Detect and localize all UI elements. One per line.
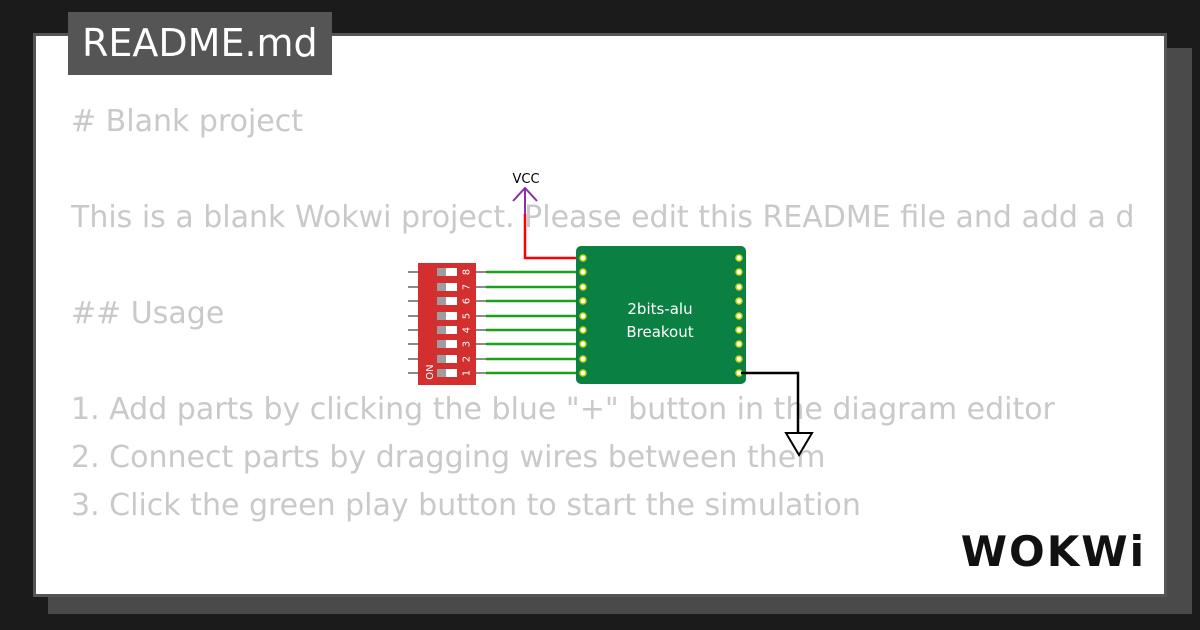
dip-toggle-slot xyxy=(437,268,457,276)
dip-number: 3 xyxy=(462,341,473,347)
dip-number: 6 xyxy=(462,298,473,304)
dip-number: 4 xyxy=(462,327,473,333)
dip-toggle-knob xyxy=(437,268,446,276)
vcc-symbol: VCC xyxy=(512,172,540,214)
dip-toggle-knob xyxy=(437,369,446,377)
gnd-wire xyxy=(741,371,800,433)
dip-toggle-knob xyxy=(437,297,446,305)
dip-toggle-slot xyxy=(437,326,457,334)
chip-pin-left xyxy=(579,340,587,348)
dip-toggle-slot xyxy=(437,312,457,320)
chip-subtitle: Breakout xyxy=(626,323,693,341)
readme-usage-heading: ## Usage xyxy=(71,296,225,331)
dip-pins xyxy=(408,271,486,374)
dip-numbers: 8 7 6 5 4 3 2 1 xyxy=(462,269,473,376)
dip-toggle-slot xyxy=(437,297,457,305)
dip-number: 5 xyxy=(462,313,473,319)
chip-pin-right xyxy=(735,297,743,305)
chip-pin-left xyxy=(579,355,587,363)
dip-on-label: ON xyxy=(425,364,436,379)
readme-card: # Blank project This is a blank Wokwi pr… xyxy=(33,33,1167,597)
chip-pin-left xyxy=(579,297,587,305)
dip-toggle-knob xyxy=(437,326,446,334)
dip-toggles xyxy=(437,268,457,377)
chip-pin-right xyxy=(735,283,743,291)
dip-switch[interactable]: ON 8 7 6 5 4 3 2 1 xyxy=(408,263,486,385)
chip-pin-left xyxy=(579,369,587,377)
chip-pin-right xyxy=(735,326,743,334)
dip-toggle-knob xyxy=(437,312,446,320)
dip-toggle-slot xyxy=(437,355,457,363)
chip-pin-left xyxy=(579,312,587,320)
dip-toggle-slot xyxy=(437,369,457,377)
readme-intro: This is a blank Wokwi project. Please ed… xyxy=(71,200,1136,235)
chip-pin-right xyxy=(735,355,743,363)
dip-number: 8 xyxy=(462,269,473,275)
chip-pin-right xyxy=(735,312,743,320)
readme-step-2: 2. Connect parts by dragging wires betwe… xyxy=(71,440,826,475)
dip-number: 2 xyxy=(462,356,473,362)
chip-pin-right xyxy=(735,340,743,348)
chip-pins xyxy=(579,254,743,377)
readme-text: # Blank project This is a blank Wokwi pr… xyxy=(36,36,1136,594)
readme-heading: # Blank project xyxy=(71,104,304,139)
dip-number: 7 xyxy=(462,284,473,290)
readme-step-3: 3. Click the green play button to start … xyxy=(71,488,861,523)
chip-pin-left xyxy=(579,254,587,262)
ground-symbol xyxy=(784,432,814,457)
dip-number: 1 xyxy=(462,370,473,376)
chip-title: 2bits-alu xyxy=(627,300,692,318)
chip-pin-left xyxy=(579,283,587,291)
dip-toggle-knob xyxy=(437,283,446,291)
dip-toggle-slot xyxy=(437,340,457,348)
dip-toggle-knob xyxy=(437,355,446,363)
chip-pin-right xyxy=(735,254,743,262)
vcc-label: VCC xyxy=(512,172,539,187)
dip-toggle-knob xyxy=(437,340,446,348)
dip-toggle-slot xyxy=(437,283,457,291)
chip-pin-right xyxy=(735,268,743,276)
readme-tab: README.md xyxy=(68,12,332,75)
readme-step-1: 1. Add parts by clicking the blue "+" bu… xyxy=(71,392,1055,427)
chip-pin-left xyxy=(579,326,587,334)
vcc-wire xyxy=(523,214,584,260)
chip-pin-left xyxy=(579,268,587,276)
wokwi-logo: WOKWi xyxy=(960,527,1146,576)
alu-chip[interactable]: 2bits-alu Breakout xyxy=(576,246,746,384)
